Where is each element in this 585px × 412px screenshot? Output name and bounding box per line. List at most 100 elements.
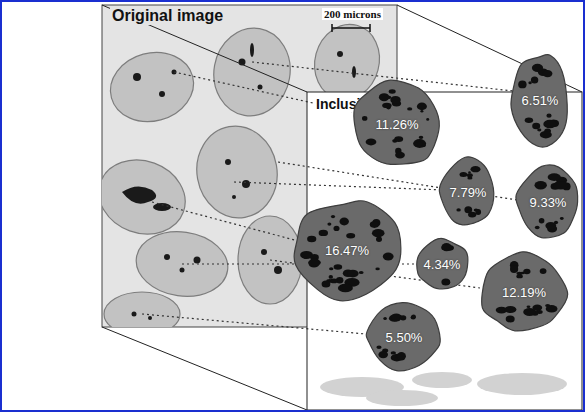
inclusion-spot xyxy=(383,317,387,320)
inclusion-spot xyxy=(468,171,471,173)
inclusion-spot xyxy=(327,222,331,225)
inclusion-spot xyxy=(372,229,385,237)
inclusion-spot xyxy=(304,256,307,259)
inclusion-spot xyxy=(394,136,403,142)
blob-outline xyxy=(354,80,440,164)
inclusion-spot xyxy=(456,208,460,211)
inclusion-spot xyxy=(416,142,422,146)
inclusion-spot xyxy=(535,181,547,189)
inclusion-spot xyxy=(445,280,451,284)
blob-outline xyxy=(439,157,493,225)
cube-edges xyxy=(102,5,582,410)
inclusion-spot xyxy=(442,243,452,251)
inclusion-spot xyxy=(366,138,377,145)
inclusion-spot xyxy=(546,305,558,312)
inclusion-spot xyxy=(419,136,424,139)
inclusion-spot xyxy=(338,284,353,293)
inclusion-spot xyxy=(523,269,530,274)
inclusion-spot xyxy=(545,222,556,230)
inclusion-spot xyxy=(532,305,542,311)
inclusion-spot xyxy=(560,217,564,220)
inclusion-spot xyxy=(334,264,343,269)
area-percent: 7.79% xyxy=(450,185,487,200)
blob-outline xyxy=(511,54,567,147)
inclusion-spot xyxy=(378,351,388,358)
area-percent: 9.33% xyxy=(530,195,567,210)
inclusion-spot xyxy=(389,89,396,93)
blob-outline xyxy=(516,165,578,238)
inclusion-blob: 7.79% xyxy=(439,156,497,228)
blob-outline xyxy=(294,201,401,301)
inclusion-spot xyxy=(516,275,523,279)
inclusion-spot xyxy=(426,118,429,121)
inclusion-spot xyxy=(543,70,553,77)
inclusion-spot xyxy=(329,267,333,270)
inclusion-spot xyxy=(542,269,546,272)
inclusion-spot xyxy=(539,218,545,223)
floor-shadows xyxy=(320,372,567,406)
inclusion-blob: 5.50% xyxy=(364,301,444,373)
inclusion-spot xyxy=(390,96,400,104)
scale-bar xyxy=(332,24,370,32)
inclusion-spot xyxy=(340,218,349,226)
inclusion-spot xyxy=(400,315,406,320)
inclusion-spot xyxy=(532,64,543,72)
inclusion-spot xyxy=(411,315,415,319)
inclusion-spot xyxy=(359,271,364,274)
inclusion-spot xyxy=(331,215,335,218)
inclusion-spot xyxy=(375,268,379,271)
inclusion-spot xyxy=(460,172,468,177)
inclusion-spot xyxy=(546,114,551,118)
inclusion-spot xyxy=(535,226,540,229)
area-percent: 16.47% xyxy=(325,243,369,258)
inclusion-spot xyxy=(362,116,367,121)
inclusion-spot xyxy=(308,259,321,266)
inclusion-spot xyxy=(376,237,382,242)
inclusion-spot xyxy=(540,131,552,138)
inclusion-spot xyxy=(518,81,526,89)
blob-outline xyxy=(417,238,468,288)
panel-title: Original image xyxy=(110,7,225,25)
inclusion-spot xyxy=(382,103,391,108)
inclusion-spot xyxy=(475,209,481,215)
inclusion-spot xyxy=(510,265,518,273)
inclusion-blob: 9.33% xyxy=(514,162,582,242)
inclusion-spot xyxy=(370,221,379,228)
inclusion-spot xyxy=(441,279,450,286)
inclusion-spot xyxy=(329,275,333,279)
inclusion-spot xyxy=(322,280,331,287)
blob-outline xyxy=(482,252,568,331)
area-percent: 4.34% xyxy=(424,257,461,272)
area-percent: 6.51% xyxy=(522,93,559,108)
inclusion-spot xyxy=(319,230,328,236)
scale-label: 200 microns xyxy=(322,8,383,20)
inclusion-spot xyxy=(471,166,481,172)
inclusion-spot xyxy=(543,120,556,129)
inclusion-spot xyxy=(330,279,337,284)
area-percent: 5.50% xyxy=(386,330,423,345)
leader-lines xyxy=(142,62,522,334)
inclusion-spot xyxy=(383,253,394,261)
inclusion-blob: 16.47% xyxy=(287,196,407,304)
inclusion-spot xyxy=(464,206,472,213)
inclusion-blob: 12.19% xyxy=(477,250,571,334)
inclusion-spot xyxy=(391,351,396,354)
inclusion-spot xyxy=(505,306,517,313)
inclusion-spot xyxy=(553,181,568,190)
inclusion-spot xyxy=(527,305,531,308)
inclusion-spot xyxy=(506,315,515,322)
inclusion-spot xyxy=(525,117,533,123)
inclusion-spot xyxy=(420,110,423,112)
inclusion-spot xyxy=(407,107,412,110)
inclusion-blob: 4.34% xyxy=(413,237,471,291)
inclusion-spot xyxy=(376,345,381,349)
inclusion-spot xyxy=(548,173,561,181)
area-percent: 12.19% xyxy=(502,285,546,300)
inclusion-blob: 6.51% xyxy=(509,50,571,150)
inclusion-spot xyxy=(379,93,389,101)
inclusion-spot xyxy=(467,173,473,177)
inclusion-spot xyxy=(334,226,340,231)
inclusion-spot xyxy=(537,129,541,132)
